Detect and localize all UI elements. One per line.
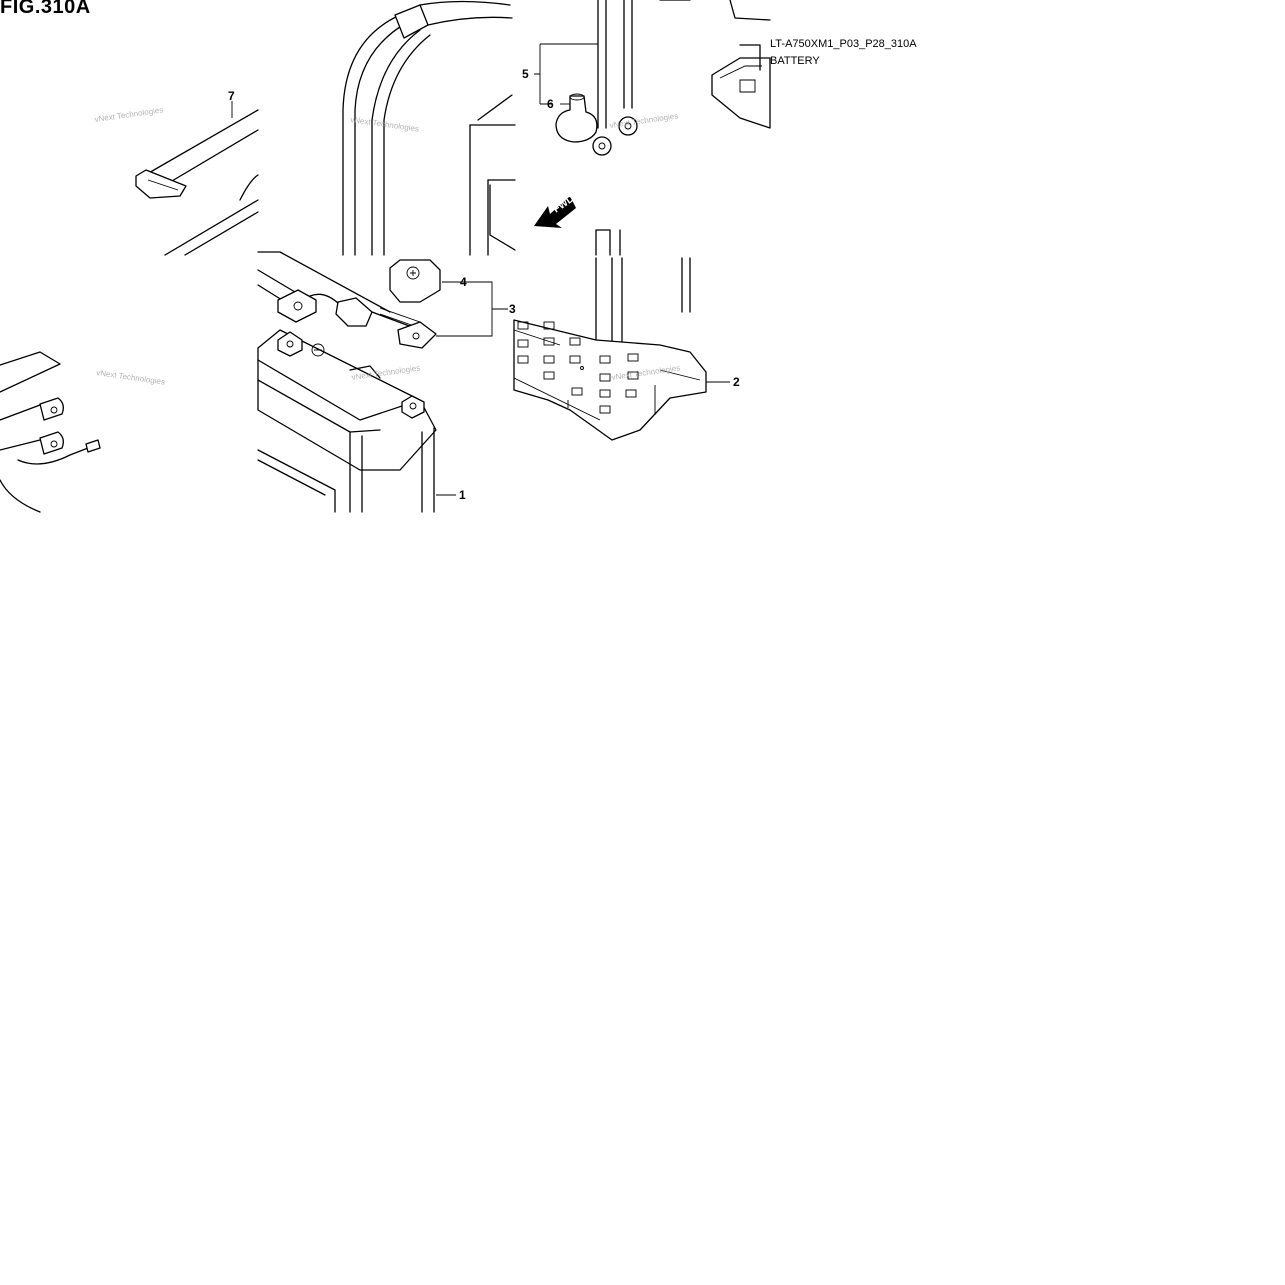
callout-2: 2 bbox=[733, 375, 740, 389]
strap-harness-drawing bbox=[0, 351, 101, 513]
battery-cables-drawing bbox=[342, 0, 513, 256]
callout-6: 6 bbox=[547, 97, 554, 111]
callout-5: 5 bbox=[522, 67, 529, 81]
battery-strap-drawing bbox=[135, 109, 259, 256]
watermark-1: vNext Technologies bbox=[94, 105, 164, 124]
callout-7: 7 bbox=[228, 89, 235, 103]
plus-terminal-icon bbox=[389, 259, 441, 303]
callout-numbers: 7 5 6 4 3 2 1 bbox=[228, 67, 740, 502]
tray-side-drawing bbox=[711, 0, 771, 129]
callout-1: 1 bbox=[459, 488, 466, 502]
callout-4: 4 bbox=[460, 275, 467, 289]
figure-name: BATTERY bbox=[770, 55, 820, 67]
figure-title: FIG.310A bbox=[0, 0, 91, 18]
figure-code-block: LT-A750XM1_P03_P28_310A BATTERY bbox=[770, 36, 917, 70]
watermark-4: vNext Technologies bbox=[96, 368, 166, 387]
callout-3: 3 bbox=[509, 302, 516, 316]
minus-terminal-icon bbox=[311, 343, 325, 357]
fwd-arrow-icon: FWD bbox=[534, 193, 576, 228]
tray-slots bbox=[517, 321, 639, 414]
watermark-5: vNext Technologies bbox=[351, 363, 421, 382]
battery-assembly-drawing bbox=[257, 251, 441, 513]
battery-tray-drawing bbox=[513, 257, 707, 441]
leader-lines bbox=[231, 43, 730, 496]
terminal-parts-drawing: FWD bbox=[469, 0, 691, 256]
figure-code: LT-A750XM1_P03_P28_310A bbox=[770, 38, 917, 50]
watermark-3: vNext Technologies bbox=[609, 111, 679, 130]
